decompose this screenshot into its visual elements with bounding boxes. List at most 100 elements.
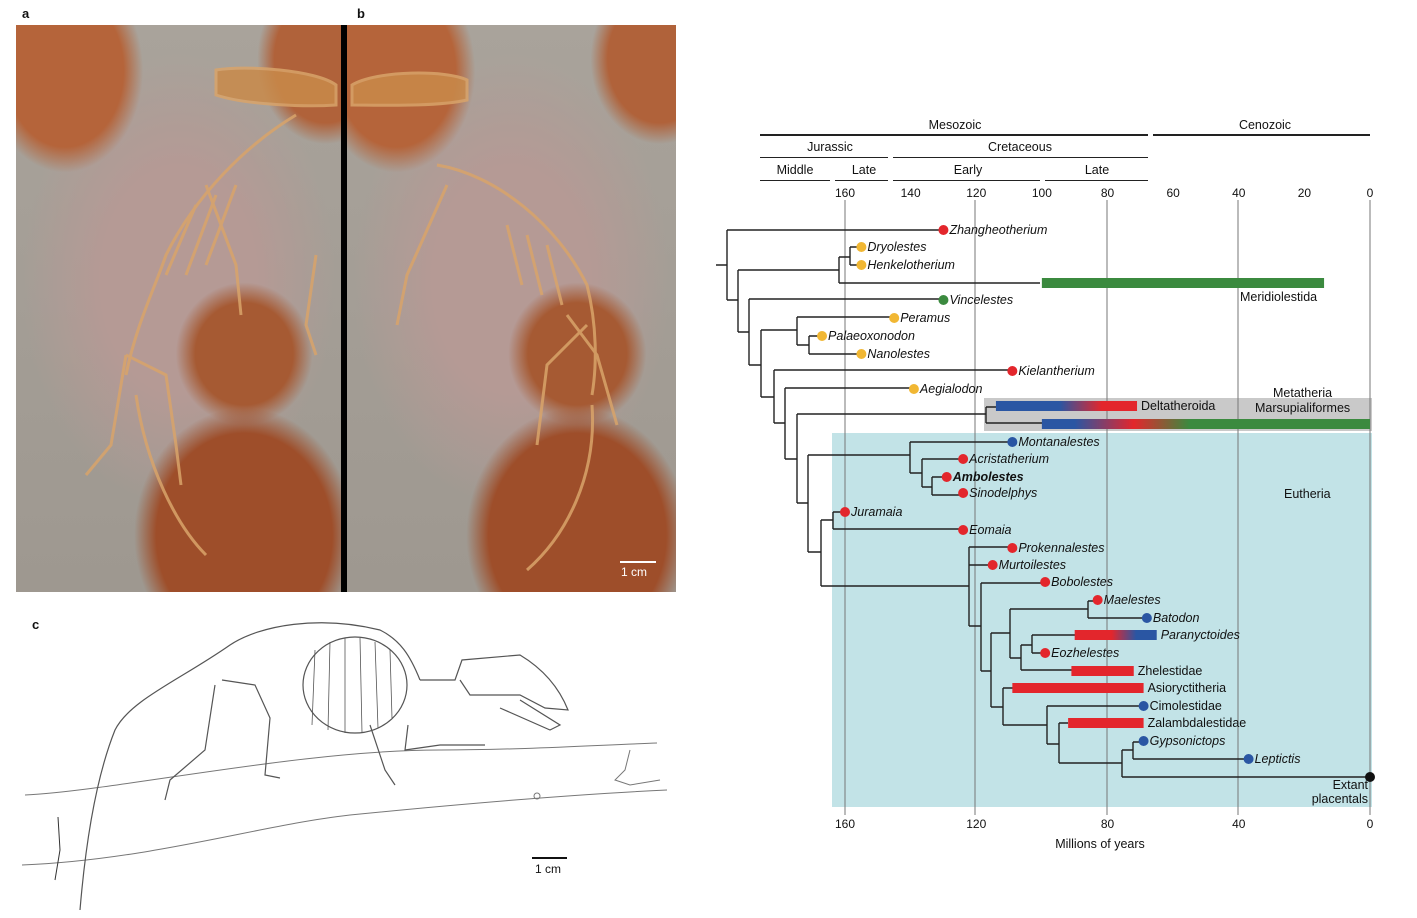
taxon-label: Sinodelphys [969, 486, 1038, 500]
top-tick-160: 160 [834, 186, 856, 200]
tip-marker [941, 472, 952, 482]
extant-label-line1: Extant [1332, 778, 1368, 792]
taxon-label: Cimolestidae [1149, 699, 1222, 713]
bottom-tick-120: 120 [966, 817, 987, 831]
clade-bar-label: Paranyctoides [1160, 628, 1240, 642]
taxon-label: Eozhelestes [1051, 646, 1120, 660]
taxon-label: Prokennalestes [1018, 541, 1105, 555]
taxon-label: Bobolestes [1051, 575, 1114, 589]
range-bar [1012, 683, 1144, 693]
era-cenozoic: Cenozoic [1238, 118, 1292, 132]
tip-marker [1007, 366, 1018, 376]
tip-marker [840, 507, 850, 517]
panel-b-label: b [357, 6, 365, 21]
eutheria-box [832, 433, 1372, 807]
range-bar [1068, 718, 1144, 728]
period-jurassic: Jurassic [807, 140, 853, 154]
bottom-tick-0: 0 [1366, 817, 1374, 831]
forelimbs [369, 724, 485, 786]
taxon-label: Henkelotherium [867, 258, 955, 272]
taxon-label: Palaeoxonodon [828, 329, 915, 343]
epoch-middle-jurassic: Middle [776, 163, 814, 177]
tip-marker [938, 295, 949, 305]
taxon-label: Montanalestes [1018, 435, 1100, 449]
tip-marker [817, 331, 828, 341]
tip-marker [938, 225, 949, 235]
skeleton-sketch-b [350, 71, 619, 572]
taxon-label: Batodon [1152, 611, 1200, 625]
taxon-label: Aegialodon [919, 382, 983, 396]
clade-label-metatheria: Metatheria [1273, 386, 1333, 400]
range-bar [995, 401, 1138, 411]
late-jurassic-line [835, 180, 888, 181]
epoch-late-jurassic: Late [851, 163, 877, 177]
early-cretaceous-line [893, 180, 1040, 181]
scale-bar-ab-label: 1 cm [621, 565, 648, 579]
epoch-late-cretaceous: Late [1084, 163, 1110, 177]
range-bar [1074, 630, 1157, 640]
tip-marker [1040, 577, 1051, 587]
jurassic-line [760, 157, 888, 158]
tip-marker [958, 525, 969, 535]
panel-a-label: a [22, 6, 30, 21]
bottom-tick-80: 80 [1100, 817, 1115, 831]
clade-label-marsupialiformes: Marsupialiformes [1255, 401, 1351, 415]
tip-marker [1092, 595, 1103, 605]
tip-marker [1365, 772, 1375, 782]
panel-c-label: c [32, 617, 40, 632]
skull [420, 654, 569, 711]
top-tick-120: 120 [966, 186, 987, 200]
extant-label-line2: placentals [1311, 792, 1368, 806]
taxon-label: Acristatherium [969, 452, 1050, 466]
range-bar [1071, 666, 1134, 676]
clade-bar-label: Deltatheroida [1141, 399, 1216, 413]
tip-marker [1040, 648, 1051, 658]
mesozoic-line [760, 134, 1148, 136]
scale-bar-c-label: 1 cm [535, 862, 562, 876]
tip-marker [908, 384, 919, 394]
era-mesozoic: Mesozoic [928, 118, 982, 132]
tree-branches [716, 229, 1370, 778]
branch-lower-edge [21, 789, 668, 866]
clade-label-meridiolestida: Meridiolestida [1240, 290, 1318, 304]
taxon-label: Maelestes [1103, 593, 1161, 607]
clade-label-extant-placentals: Extant placentals [1300, 778, 1368, 806]
top-tick-40: 40 [1232, 186, 1246, 200]
clade-bar-label: Zhelestidae [1137, 664, 1203, 678]
taxon-label: Eomaia [969, 523, 1012, 537]
scale-bar-c [532, 857, 567, 859]
tip-marker [1243, 754, 1254, 764]
tip-marker [958, 488, 969, 498]
clade-bar-label: Zalambdalestidae [1147, 716, 1247, 730]
taxon-label: Ambolestes [952, 470, 1024, 484]
taxon-label: Juramaia [851, 505, 903, 519]
top-tick-80: 80 [1100, 186, 1115, 200]
top-tick-20: 20 [1297, 186, 1312, 200]
bottom-tick-160: 160 [834, 817, 856, 831]
skeleton-sketch-a [84, 66, 338, 557]
hindlimbs [164, 679, 281, 801]
taxon-label: Dryolestes [867, 240, 927, 254]
tip-marker [1138, 736, 1149, 746]
tip-marker [1138, 701, 1149, 711]
ribcage [302, 636, 408, 734]
taxon-label: Nanolestes [867, 347, 930, 361]
skeletal-reconstruction-drawing [21, 622, 668, 911]
taxon-label: Kielantherium [1018, 364, 1095, 378]
branch-upper-edge [24, 742, 658, 796]
taxon-label: Gypsonictops [1149, 734, 1226, 748]
x-axis-label: Millions of years [1055, 837, 1145, 851]
photo-divider [341, 25, 347, 592]
taxon-label: Murtoilestes [998, 558, 1067, 572]
cenozoic-line [1153, 134, 1370, 136]
top-tick-0: 0 [1366, 186, 1374, 200]
cretaceous-line [893, 157, 1148, 158]
tip-marker [958, 454, 969, 464]
tip-marker [889, 313, 900, 323]
tip-marker [856, 260, 867, 270]
fossil-photo-part [16, 25, 342, 592]
tip-marker [856, 349, 867, 359]
taxon-label: Vincelestes [949, 293, 1014, 307]
tip-marker [987, 560, 998, 570]
scale-bar-ab [620, 561, 656, 563]
